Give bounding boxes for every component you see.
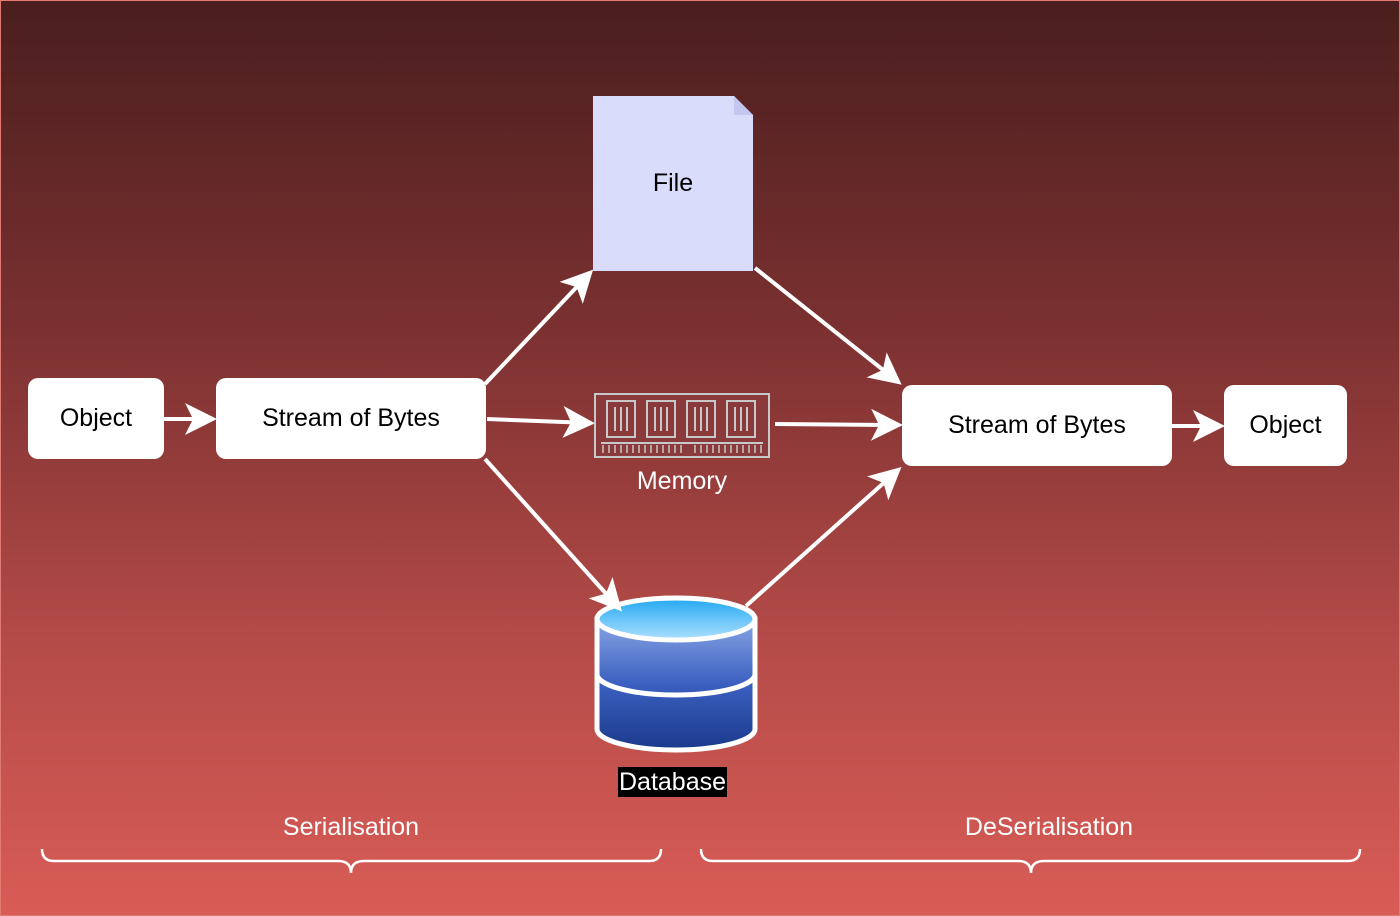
serialisation-brace	[40, 848, 663, 874]
arrow-database-to-stream	[744, 467, 902, 608]
arrow-memory-to-stream	[774, 408, 903, 441]
object-left-label: Object	[59, 404, 133, 432]
arrow-file-to-stream	[753, 266, 902, 385]
object-right-label: Object	[1249, 411, 1322, 439]
file-icon[interactable]	[593, 96, 753, 271]
deserialisation-brace	[699, 848, 1362, 874]
stream-right-box[interactable]: Stream of Bytes	[902, 385, 1172, 466]
deserialisation-label: DeSerialisation	[964, 813, 1134, 841]
stream-left-box[interactable]: Stream of Bytes	[216, 378, 486, 459]
arrow-stream-to-memory	[486, 405, 595, 438]
serialisation-label: Serialisation	[282, 813, 420, 841]
stream-right-label: Stream of Bytes	[948, 411, 1126, 439]
object-left-box[interactable]: Object	[28, 378, 164, 459]
arrow-stream-to-database	[483, 457, 623, 612]
memory-icon[interactable]	[594, 393, 770, 458]
stream-left-label: Stream of Bytes	[262, 404, 440, 432]
database-icon[interactable]	[594, 595, 758, 753]
database-label: Database	[618, 767, 728, 797]
arrow-stream-to-file	[483, 269, 594, 386]
memory-label: Memory	[636, 467, 728, 495]
object-right-box[interactable]: Object	[1224, 385, 1347, 466]
file-label: File	[652, 169, 694, 197]
